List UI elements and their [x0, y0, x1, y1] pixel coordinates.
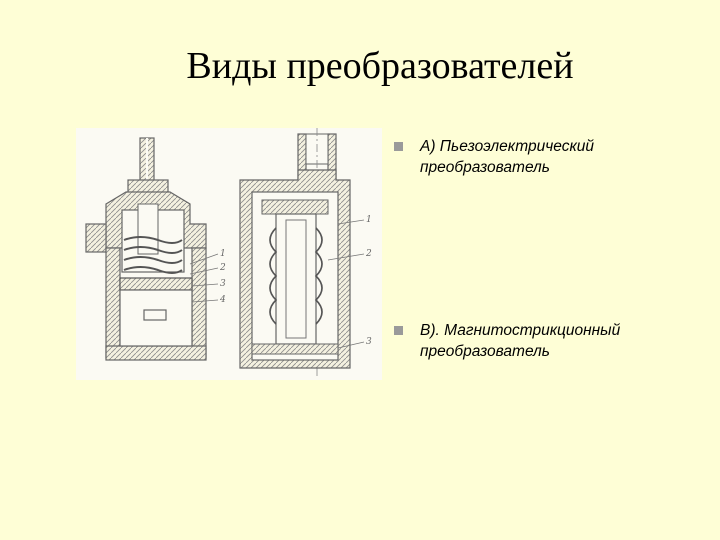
- slide-title: Виды преобразователей: [186, 45, 574, 87]
- bullet-square-icon: [394, 326, 403, 335]
- bullet-line: преобразователь: [420, 159, 550, 176]
- bullet-line: преобразователь: [420, 343, 550, 360]
- bullet-text: А) Пьезоэлектрический преобразователь: [420, 136, 700, 178]
- callout-label: 4: [219, 295, 226, 305]
- bullet-text: В). Магнитострикционный преобразователь: [420, 320, 700, 362]
- callout-label: 2: [365, 249, 372, 259]
- callout-label: 3: [366, 337, 372, 347]
- bullet-square-icon: [394, 142, 403, 151]
- callout-label: 1: [220, 249, 226, 259]
- callout-label: 3: [220, 279, 226, 289]
- callout-label: 2: [219, 263, 226, 273]
- magnetostrictive-transducer-drawing: [239, 128, 365, 378]
- callout-label: 1: [366, 215, 372, 225]
- bullet-line: А) Пьезоэлектрический: [420, 138, 595, 155]
- bullet-line: В). Магнитострикционный: [420, 322, 621, 339]
- piezoelectric-transducer-drawing: [85, 137, 219, 361]
- transducer-drawings: 1 2 3 4 1 2 3: [76, 128, 382, 380]
- part-number-labels: 1 2 3 4 1 2 3: [219, 215, 372, 347]
